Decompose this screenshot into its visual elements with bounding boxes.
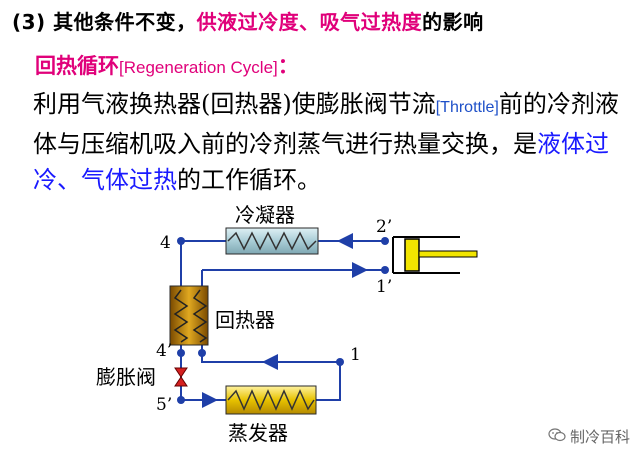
regenerator-label: 回热器 bbox=[215, 308, 275, 332]
subheading: 回热循环[Regeneration Cycle]： bbox=[35, 50, 299, 80]
condenser bbox=[225, 227, 319, 255]
section-heading: (3) 其他条件不变，供液过冷度、吸气过热度的影响 bbox=[12, 6, 484, 35]
body-part2: 前的冷剂液体与压缩机吸入前的冷剂蒸气进行热量交换，是 bbox=[33, 90, 619, 158]
body-paragraph: 利用气液换热器(回热器)使膨胀阀节流[Throttle]前的冷剂液体与压缩机吸入… bbox=[33, 86, 623, 198]
regenerator bbox=[169, 285, 209, 346]
compressor bbox=[392, 236, 478, 274]
evaporator-label: 蒸发器 bbox=[228, 421, 288, 445]
point-1-label: 1 bbox=[350, 345, 361, 365]
body-part1: 利用气液换热器(回热器)使膨胀阀节流 bbox=[33, 90, 436, 118]
point-2p-label: 2’ bbox=[376, 217, 392, 237]
point-5p-label: 5’ bbox=[156, 395, 172, 415]
subheading-en: [Regeneration Cycle] bbox=[119, 58, 278, 77]
heading-suffix: 的影响 bbox=[422, 10, 484, 34]
heading-prefix: (3) 其他条件不变， bbox=[12, 10, 197, 34]
subheading-colon: ： bbox=[277, 54, 299, 78]
evaporator bbox=[225, 385, 317, 415]
condenser-label: 冷凝器 bbox=[235, 203, 295, 227]
body-highlight: 液体过冷、气体过热 bbox=[33, 130, 609, 194]
watermark-text: 制冷百科 bbox=[569, 428, 630, 446]
heading-highlight: 供液过冷度、吸气过热度 bbox=[196, 10, 423, 34]
watermark: 制冷百科 bbox=[548, 426, 630, 447]
point-1p-label: 1’ bbox=[376, 277, 392, 297]
junction-dots bbox=[177, 237, 389, 404]
expansion-valve bbox=[174, 367, 188, 387]
subheading-cn: 回热循环 bbox=[35, 54, 119, 78]
point-4p-label: 4’ bbox=[156, 341, 172, 361]
body-throttle: [Throttle] bbox=[435, 99, 499, 116]
body-part3: 的工作循环。 bbox=[177, 166, 321, 194]
wechat-icon bbox=[548, 427, 566, 446]
point-4-label: 4 bbox=[160, 233, 171, 253]
pipe-network bbox=[180, 240, 385, 401]
flow-arrows bbox=[195, 233, 368, 408]
expansion-valve-label: 膨胀阀 bbox=[96, 365, 156, 389]
